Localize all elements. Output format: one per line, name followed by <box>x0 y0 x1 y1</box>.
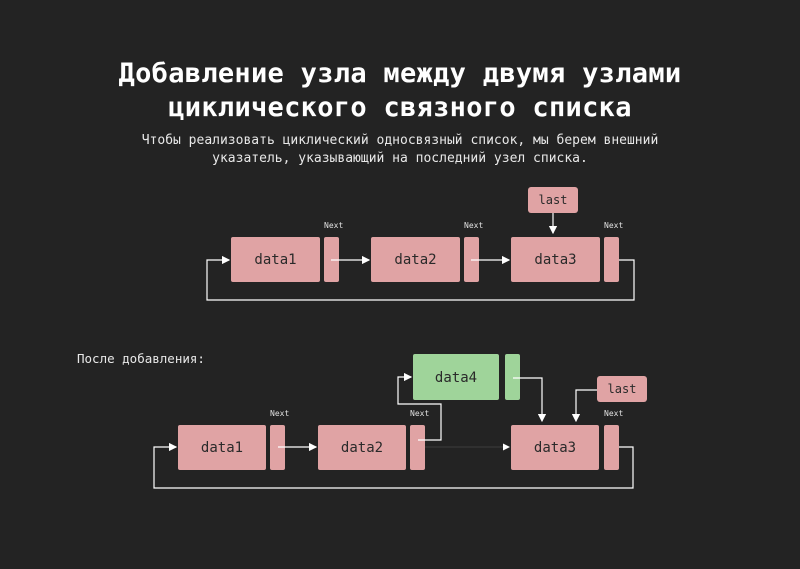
after-new-node <box>413 354 499 400</box>
after-node-2-label: data2 <box>341 440 383 456</box>
before-node-1-label: data1 <box>254 252 296 268</box>
after-last-pointer-box <box>597 376 647 402</box>
before-node-1-next-label: Next <box>324 221 343 230</box>
subtitle-line-2: указатель, указывающий на последний узел… <box>212 151 588 166</box>
before-node-3 <box>511 237 600 282</box>
before-loop-arrow-3-to-1 <box>206 255 635 301</box>
after-new-node-next-field <box>505 354 520 400</box>
before-node-2-label: data2 <box>394 252 436 268</box>
after-loop-arrow-3-to-1 <box>153 442 634 489</box>
before-node-3-label: data3 <box>534 252 576 268</box>
after-last-label: last <box>608 382 637 396</box>
before-diagram: last data1 Next data2 Next data3 Next <box>206 187 635 301</box>
after-node-3-next-label: Next <box>604 409 623 418</box>
before-node-2-next-label: Next <box>464 221 483 230</box>
before-node-3-next-label: Next <box>604 221 623 230</box>
after-node-3-label: data3 <box>534 440 576 456</box>
after-node-1-next-field <box>270 425 285 470</box>
after-node-2-next-field <box>410 425 425 470</box>
before-last-label: last <box>539 193 568 207</box>
after-node-3-next-field <box>604 425 619 470</box>
subtitle-line-1: Чтобы реализовать циклический односвязны… <box>141 133 659 148</box>
after-node-2-next-label: Next <box>410 409 429 418</box>
after-node-3 <box>511 425 599 470</box>
after-node-1 <box>178 425 266 470</box>
before-node-3-next-field <box>604 237 619 282</box>
after-last-arrow <box>571 389 597 423</box>
after-arrow-new-to-3 <box>513 377 547 423</box>
after-diagram: data4 last data1 Next data2 Next data3 N… <box>153 354 647 489</box>
title-line-2: циклического связного списка <box>168 92 632 123</box>
before-last-pointer-box <box>528 187 578 213</box>
before-node-2 <box>371 237 460 282</box>
after-node-1-next-label: Next <box>270 409 289 418</box>
after-insertion-label: После добавления: <box>77 351 205 366</box>
page-subtitle: Чтобы реализовать циклический односвязны… <box>0 132 800 168</box>
after-arrow-2-to-new <box>397 372 442 441</box>
title-line-1: Добавление узла между двумя узлами <box>118 58 682 89</box>
after-node-1-label: data1 <box>201 440 243 456</box>
page-title: Добавление узла между двумя узлами цикли… <box>0 57 800 125</box>
after-new-node-label: data4 <box>435 370 477 386</box>
after-node-2 <box>318 425 406 470</box>
before-node-1 <box>231 237 320 282</box>
